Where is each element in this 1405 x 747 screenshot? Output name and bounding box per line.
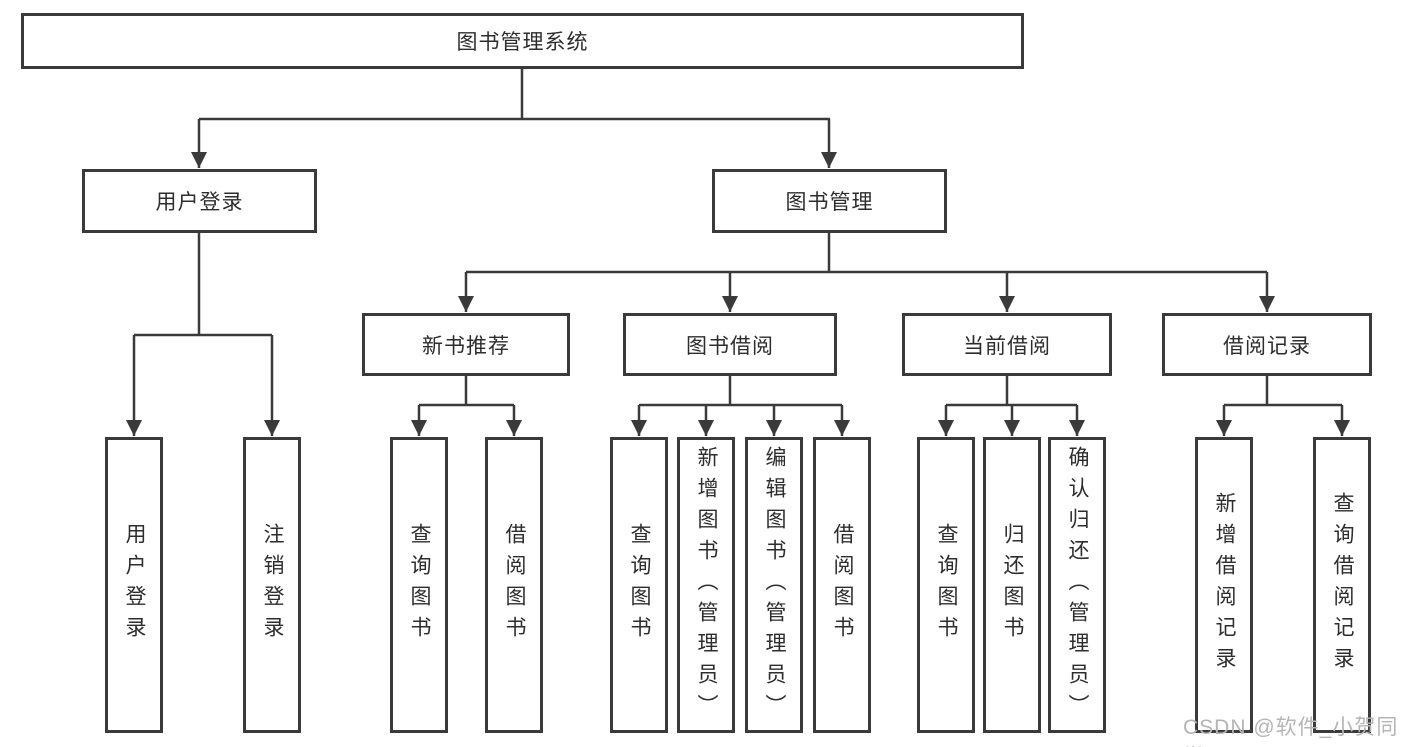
- node-book-borrowing: 图书借阅: [623, 313, 837, 376]
- leaf-user-login: 用户登录: [105, 437, 163, 733]
- node-borrowing-records: 借阅记录: [1162, 313, 1372, 376]
- leaf-confirm-return-admin: 确认归还（管理员）: [1048, 437, 1106, 733]
- leaf-query-borrow-record: 查询借阅记录: [1313, 437, 1371, 733]
- leaf-borrow-books-recommend: 借阅图书: [485, 437, 543, 733]
- node-book-management-group: 图书管理: [712, 169, 947, 233]
- leaf-return-books: 归还图书: [983, 437, 1041, 733]
- leaf-query-books-current: 查询图书: [917, 437, 975, 733]
- leaf-add-borrow-record: 新增借阅记录: [1195, 437, 1253, 733]
- node-current-borrowing: 当前借阅: [902, 313, 1112, 376]
- leaf-borrow-books: 借阅图书: [813, 437, 871, 733]
- leaf-query-books-recommend: 查询图书: [390, 437, 448, 733]
- node-library-system: 图书管理系统: [21, 13, 1024, 69]
- node-user-login-group: 用户登录: [82, 169, 317, 233]
- leaf-logout: 注销登录: [243, 437, 301, 733]
- leaf-add-books-admin: 新增图书（管理员）: [677, 437, 735, 733]
- leaf-edit-books-admin: 编辑图书（管理员）: [745, 437, 803, 733]
- csdn-watermark: CSDN @软件_小贺同学: [1183, 716, 1399, 747]
- node-new-book-recommendation: 新书推荐: [362, 313, 570, 376]
- leaf-query-books-borrowing: 查询图书: [610, 437, 668, 733]
